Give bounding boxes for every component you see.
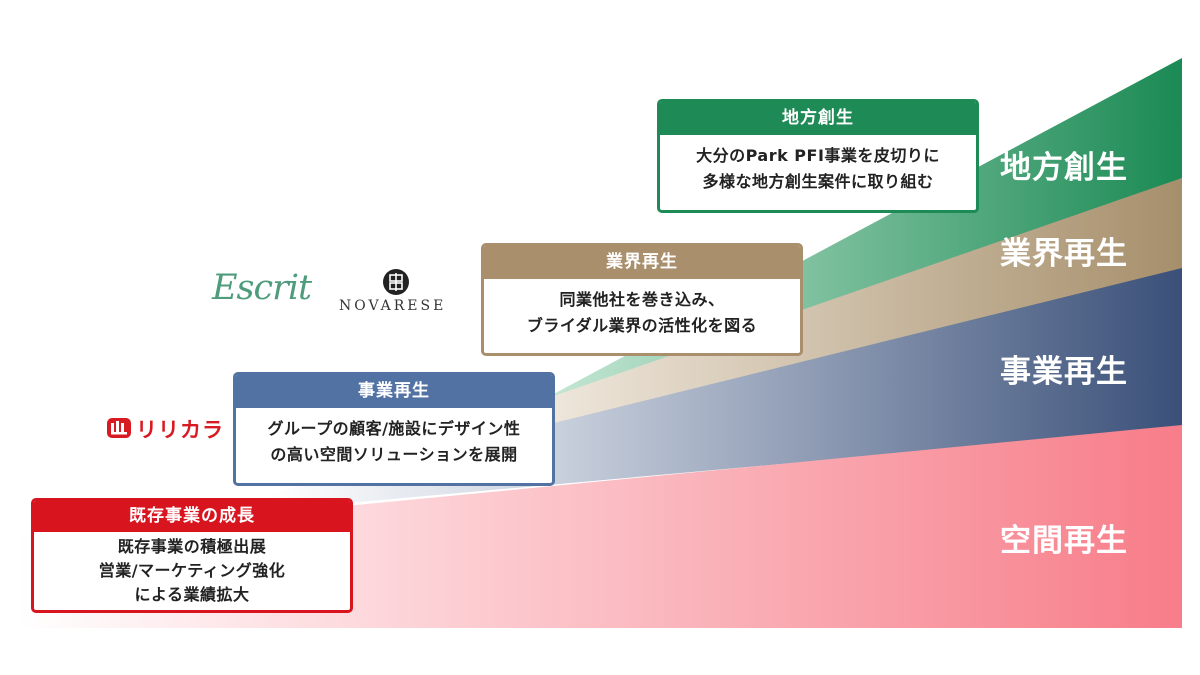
card-chiho-body: 大分のPark PFI事業を皮切りに 多様な地方創生案件に取り組む	[660, 135, 976, 195]
card-jigyo-body: グループの顧客/施設にデザイン性 の高い空間ソリューションを展開	[236, 408, 552, 468]
card-jigyo-line-1: グループの顧客/施設にデザイン性	[267, 419, 521, 438]
card-gyokai-line-1: 同業他社を巻き込み、	[559, 290, 725, 309]
card-kison-body: 既存事業の積極出展 営業/マーケティング強化 による業績拡大	[34, 532, 350, 607]
card-chiho-line-2: 多様な地方創生案件に取り組む	[702, 172, 934, 191]
card-jigyo-line-2: の高い空間ソリューションを展開	[270, 445, 518, 464]
band-label-jigyo: 事業再生	[1000, 354, 1128, 390]
card-gyokai-title: 業界再生	[484, 246, 800, 279]
card-gyokai: 業界再生 同業他社を巻き込み、 ブライダル業界の活性化を図る	[481, 243, 803, 356]
band-label-chiho: 地方創生	[1000, 150, 1128, 186]
band-label-gyokai: 業界再生	[1000, 236, 1128, 272]
card-jigyo-title: 事業再生	[236, 375, 552, 408]
card-gyokai-body: 同業他社を巻き込み、 ブライダル業界の活性化を図る	[484, 279, 800, 339]
escrit-logo: Escrit	[212, 268, 312, 308]
novarese-emblem-icon	[383, 269, 409, 295]
card-chiho-line-1: 大分のPark PFI事業を皮切りに	[696, 146, 940, 165]
card-gyokai-line-2: ブライダル業界の活性化を図る	[526, 316, 758, 335]
card-kison-line-1: 既存事業の積極出展	[117, 537, 267, 556]
card-kison: 既存事業の成長 既存事業の積極出展 営業/マーケティング強化 による業績拡大	[31, 498, 353, 613]
card-kison-title: 既存事業の成長	[34, 501, 350, 532]
card-chiho: 地方創生 大分のPark PFI事業を皮切りに 多様な地方創生案件に取り組む	[657, 99, 979, 213]
band-gyokai	[548, 178, 1182, 450]
card-kison-line-3: による業績拡大	[134, 585, 250, 604]
card-jigyo: 事業再生 グループの顧客/施設にデザイン性 の高い空間ソリューションを展開	[233, 372, 555, 486]
novarese-logo: NOVARESE	[339, 298, 447, 314]
band-label-kukan: 空間再生	[1000, 523, 1128, 559]
ririkara-brand-icon	[107, 418, 131, 438]
card-chiho-title: 地方創生	[660, 102, 976, 135]
ririkara-logo: リリカラ	[136, 418, 224, 442]
card-kison-line-2: 営業/マーケティング強化	[98, 561, 286, 580]
